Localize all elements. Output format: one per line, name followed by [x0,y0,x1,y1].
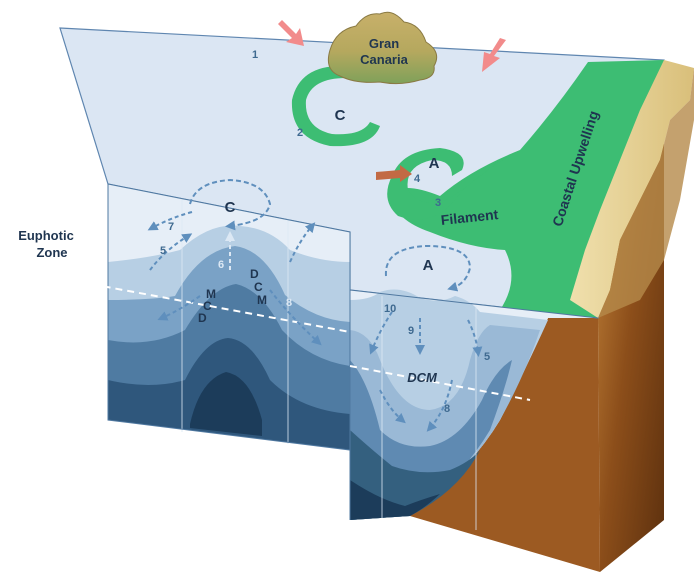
euphotic-zone-label-line1: Euphotic [18,228,74,243]
coast-cliff [598,68,694,318]
cyclonic-eddy-surface-label: C [335,107,346,124]
filament-label: Filament [440,206,499,228]
process-number-7: 7 [168,221,174,233]
left-water-column [107,183,351,451]
flow-arrow-icon [289,222,316,263]
dcm-letter-m-left: M [206,287,216,301]
island-label-line1: Gran [369,36,399,51]
anticyclone-surface-circulation-icon [384,244,472,292]
flow-arrow-icon [269,289,322,346]
process-number-8-left: 8 [286,297,292,309]
dcm-letter-c-left: C [203,299,212,313]
flow-arrow-icon [369,311,393,355]
right-water-column [349,289,599,530]
process-number-10: 10 [384,303,396,315]
gran-canaria-island [327,11,438,85]
dcm-letter-d-right: D [250,267,259,281]
cyclonic-spiral [291,65,380,147]
dcm-letter-m-right: M [257,293,267,307]
current-arrow-icon [376,165,412,182]
process-number-6: 6 [218,259,224,271]
flow-arrow-icon [379,389,406,424]
process-number-2: 2 [297,127,303,139]
seabed-front [410,318,600,572]
dcm-letter-d-left: D [198,311,207,325]
process-number-4: 4 [414,173,421,185]
euphotic-zone-label-line2: Zone [36,245,67,260]
dcm-label: DCM [407,370,438,385]
filament [387,148,520,220]
island-label-line2: Canaria [360,52,408,67]
wind-arrow-icon [278,20,304,46]
flow-arrow-icon [467,319,483,357]
flow-arrow-icon [147,211,193,231]
dcm-letter-c-right: C [254,280,263,294]
euphotic-zone-boundary [79,281,531,401]
cyclonic-eddy-column-label: C [225,199,236,216]
process-number-1: 1 [252,49,258,61]
process-number-5-left: 5 [160,245,166,257]
process-number-8-right: 8 [444,403,450,415]
flow-arrow-icon [157,295,201,321]
beach-sand [570,60,694,318]
process-number-9: 9 [408,325,414,337]
anticyclonic-eddy-column-label: A [423,257,434,274]
wind-arrow-icon [482,38,506,72]
anticyclonic-eddy-surface-label: A [429,155,440,172]
process-number-5-right: 5 [484,351,490,363]
flow-arrow-icon [426,379,453,432]
process-number-3: 3 [435,197,441,209]
